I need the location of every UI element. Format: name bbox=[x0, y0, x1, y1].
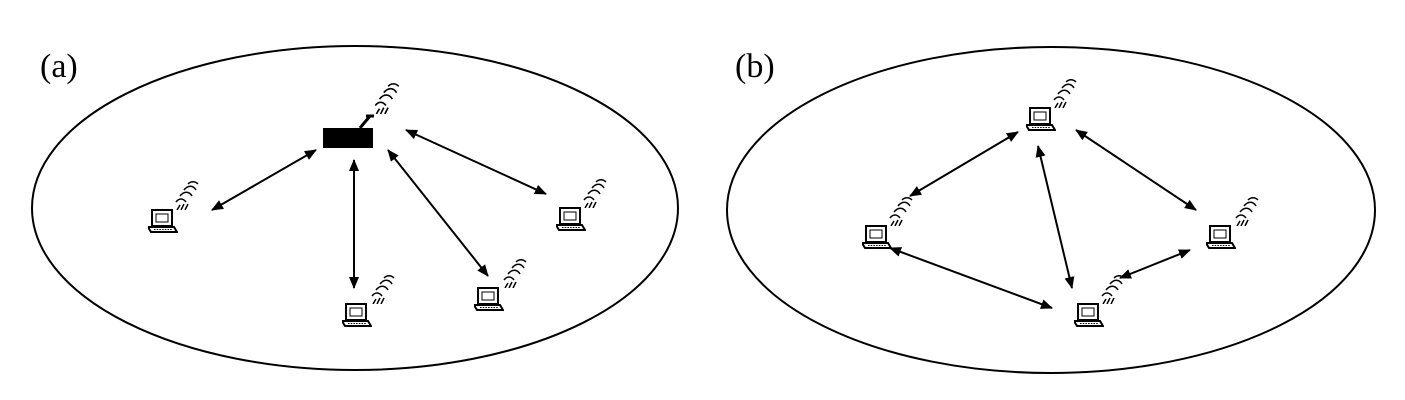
link-right-bottom bbox=[1119, 249, 1191, 279]
link-top-left bbox=[909, 131, 1019, 197]
laptop-left bbox=[862, 197, 913, 249]
panel-b-ad-hoc-network: (b) bbox=[700, 0, 1405, 400]
laptop-2 bbox=[342, 275, 395, 327]
laptop-1 bbox=[148, 181, 199, 233]
link-top-bottom bbox=[1035, 145, 1075, 289]
laptop-bottom bbox=[1074, 275, 1125, 327]
network-boundary-ellipse bbox=[31, 45, 679, 371]
link-top-right bbox=[1075, 129, 1197, 211]
link-left-bottom bbox=[889, 247, 1053, 309]
laptop-right bbox=[1206, 197, 1259, 249]
network-boundary-ellipse bbox=[726, 46, 1376, 374]
panel-label-b: (b) bbox=[735, 48, 775, 85]
panel-b-diagram bbox=[726, 46, 1376, 374]
panel-label-a: (a) bbox=[40, 48, 78, 85]
link-ap-laptop-1 bbox=[211, 149, 317, 211]
panel-a-infrastructure-network: (a) bbox=[0, 0, 700, 400]
access-point bbox=[323, 83, 400, 148]
laptop-4 bbox=[556, 179, 607, 231]
laptop-top bbox=[1026, 79, 1077, 131]
panel-a-diagram bbox=[31, 45, 679, 371]
link-ap-laptop-3 bbox=[387, 149, 489, 277]
link-ap-laptop-4 bbox=[405, 129, 547, 195]
